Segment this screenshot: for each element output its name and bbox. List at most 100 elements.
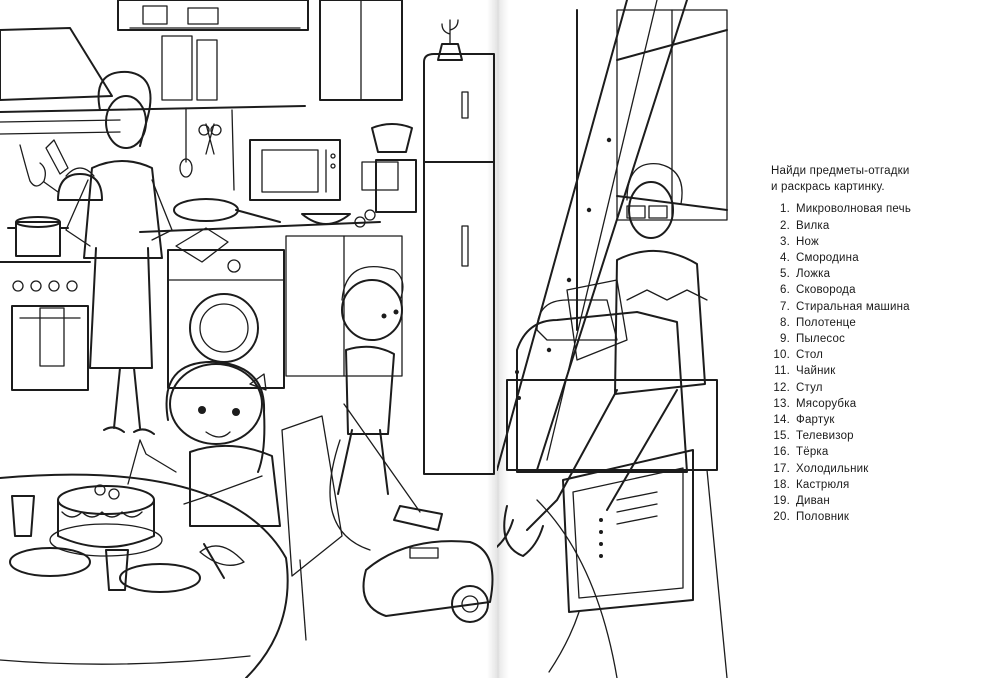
book-icon — [175, 227, 229, 263]
item-number: 2. — [780, 219, 790, 232]
item-label: Холодильник — [796, 462, 869, 475]
list-item: 12. Стул — [771, 380, 991, 396]
fridge-icon — [423, 53, 495, 475]
item-number: 12. — [773, 381, 790, 394]
list-item: 13. Мясорубка — [771, 396, 991, 412]
book-icon — [566, 279, 628, 361]
item-number: 13. — [773, 397, 790, 410]
vacuum-cleaner-icon — [329, 439, 494, 623]
item-label: Нож — [796, 235, 819, 248]
item-label: Стиральная машина — [796, 300, 910, 313]
hanging-utensils — [19, 107, 235, 191]
window — [576, 9, 728, 331]
item-number: 14. — [773, 414, 790, 427]
task-title-line: Найди предметы-отгадки — [771, 165, 910, 177]
item-label: Сковорода — [796, 284, 856, 297]
task-title-line: и раскрась картинку. — [771, 181, 885, 194]
vacuum-hose — [343, 403, 421, 513]
upper-shelves — [0, 0, 403, 113]
item-number: 1. — [780, 203, 790, 216]
item-label: Чайник — [796, 365, 836, 378]
item-label: Телевизор — [796, 430, 854, 443]
item-number: 11. — [774, 365, 790, 378]
item-number: 7. — [780, 300, 790, 313]
list-item: 7. Стиральная машина — [771, 299, 991, 315]
item-number: 5. — [780, 268, 790, 281]
item-number: 3. — [780, 235, 790, 248]
stove — [0, 261, 91, 391]
cake-icon — [49, 484, 163, 557]
bowl — [301, 213, 351, 225]
item-number: 18. — [773, 478, 790, 491]
range-hood — [0, 27, 113, 101]
item-number: 20. — [773, 511, 790, 524]
cactus-icon — [437, 19, 463, 61]
list-item: 15. Телевизор — [771, 428, 991, 444]
item-number: 6. — [780, 284, 790, 297]
item-label: Тёрка — [796, 446, 829, 459]
father-icon — [497, 163, 708, 557]
item-label: Кастрюля — [796, 478, 850, 491]
list-item: 2. Вилка — [771, 218, 991, 234]
list-item: 9.Пылесос — [771, 331, 991, 347]
item-label: Стол — [796, 349, 824, 362]
table-icon — [0, 473, 289, 678]
list-item: 4. Смородина — [771, 250, 991, 266]
list-item: 5. Ложка — [771, 266, 991, 282]
list-item: 11. Чайник — [771, 363, 991, 379]
pot-icon — [7, 216, 69, 257]
item-number: 9. — [780, 333, 790, 346]
right-page — [497, 0, 1000, 678]
item-number: 16. — [773, 446, 790, 459]
item-label: Мясорубка — [796, 397, 857, 410]
boy-icon — [337, 266, 443, 531]
list-item: 14. Фартук — [771, 412, 991, 428]
kitchen-illustration — [0, 0, 495, 678]
kettle-icon — [43, 167, 103, 201]
left-page — [0, 0, 497, 678]
item-number: 15. — [773, 430, 790, 443]
item-number: 10. — [773, 349, 790, 362]
list-item: 17. Холодильник — [771, 461, 991, 477]
plate — [9, 547, 91, 577]
list-item: 16. Тёрка — [771, 444, 991, 460]
list-item: 18. Кастрюля — [771, 477, 991, 493]
living-room-illustration — [497, 0, 728, 678]
item-number: 17. — [773, 462, 790, 475]
item-label: Вилка — [796, 219, 830, 232]
frying-pan-icon — [173, 198, 281, 223]
item-number: 19. — [773, 495, 790, 508]
girl-icon — [127, 360, 281, 527]
item-label: Диван — [796, 495, 830, 508]
item-label: Фартук — [796, 414, 835, 427]
item-number: 4. — [780, 252, 790, 265]
list-item: 10. Стол — [771, 347, 991, 363]
list-item: 19. Диван — [771, 493, 991, 509]
meat-grinder-icon — [361, 123, 417, 213]
glass-icon — [105, 549, 129, 591]
task-panel: Найди предметы-отгадки и раскрась картин… — [771, 163, 991, 525]
item-list: 1. Микроволновая печь 2. Вилка 3. Нож 4. Смо… — [771, 201, 991, 525]
mother-icon — [65, 70, 229, 435]
item-label: Полотенце — [796, 316, 856, 329]
tv-icon — [548, 449, 694, 673]
item-label: Половник — [796, 511, 850, 524]
fruit-bowl — [199, 545, 245, 566]
microwave-icon — [249, 139, 341, 201]
ladder-icon — [497, 0, 688, 471]
plate — [119, 563, 201, 593]
item-number: 8. — [780, 316, 790, 329]
currant-icon — [354, 216, 366, 228]
apron-icon — [89, 247, 153, 369]
chair-icon — [281, 415, 343, 577]
list-item: 1. Микроволновая печь — [771, 201, 991, 217]
item-label: Смородина — [796, 252, 859, 265]
list-item: 8. Полотенце — [771, 315, 991, 331]
item-label: Микроволновая печь — [796, 203, 912, 216]
list-item: 3. Нож — [771, 234, 991, 250]
sofa-icon — [506, 299, 718, 473]
item-label: Стул — [796, 381, 823, 394]
list-item: 20. Половник — [771, 509, 991, 525]
item-label: Ложка — [796, 268, 831, 281]
